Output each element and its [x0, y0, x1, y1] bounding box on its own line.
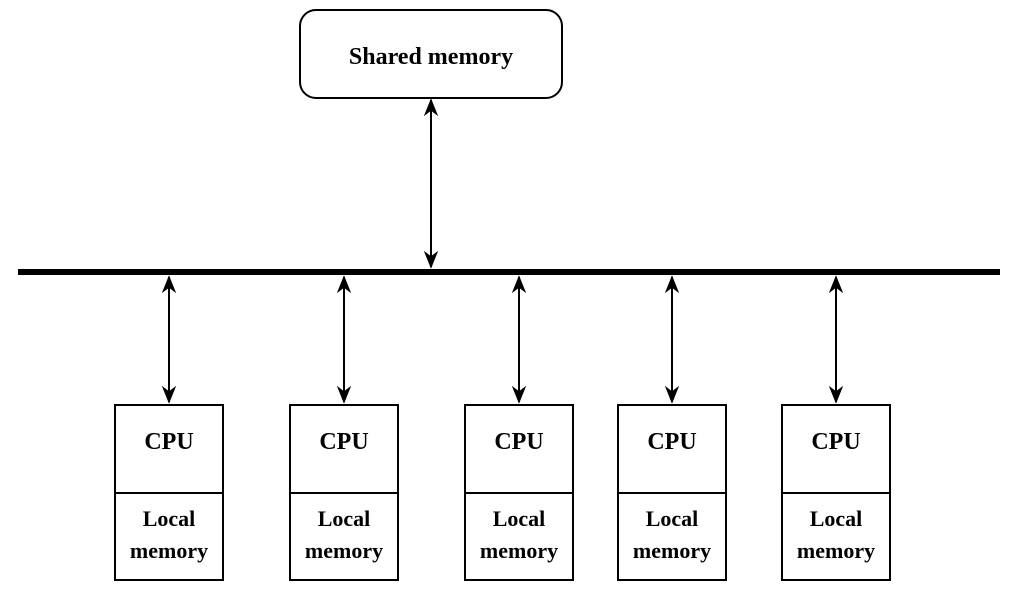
cpu-label: CPU [811, 429, 860, 455]
local-memory-label-line2: memory [797, 538, 875, 563]
local-memory-box [617, 492, 727, 581]
local-memory-label-line1: Local [810, 506, 863, 531]
local-memory-label-line1: Local [493, 506, 546, 531]
node-3: CPU Local memory [464, 404, 574, 581]
cpu-label: CPU [647, 429, 696, 455]
local-memory-label-line1: Local [646, 506, 699, 531]
cpu-label: CPU [494, 429, 543, 455]
local-memory-box [114, 492, 224, 581]
local-memory-box [289, 492, 399, 581]
shared-memory-label: Shared memory [349, 44, 513, 70]
local-memory-box [464, 492, 574, 581]
shared-memory-outline [299, 9, 563, 99]
node-4: CPU Local memory [617, 404, 727, 581]
shared-memory-box: Shared memory [299, 9, 563, 99]
local-memory-label-line2: memory [130, 538, 208, 563]
node-1: CPU Local memory [114, 404, 224, 581]
local-memory-label-line1: Local [318, 506, 371, 531]
local-memory-box [781, 492, 891, 581]
node-5: CPU Local memory [781, 404, 891, 581]
local-memory-label-line2: memory [633, 538, 711, 563]
cpu-label: CPU [144, 429, 193, 455]
local-memory-label-line1: Local [143, 506, 196, 531]
local-memory-label-line2: memory [305, 538, 383, 563]
local-memory-label-line2: memory [480, 538, 558, 563]
node-2: CPU Local memory [289, 404, 399, 581]
cpu-label: CPU [319, 429, 368, 455]
